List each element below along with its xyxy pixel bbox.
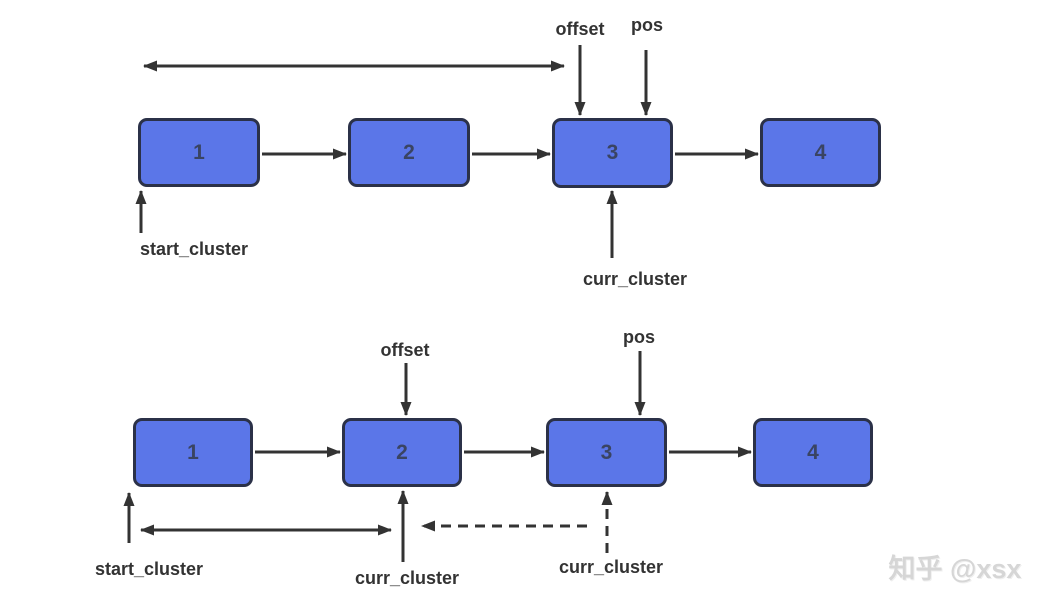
top-pos-label: pos: [630, 15, 664, 35]
bottom-curr-cluster-previous-label: curr_cluster: [558, 557, 664, 577]
top-node-4: 4: [760, 118, 881, 187]
bottom-pos-label: pos: [622, 327, 656, 347]
bottom-start-cluster-label: start_cluster: [94, 559, 204, 579]
top-node-1: 1: [138, 118, 260, 187]
bottom-node-4-label: 4: [807, 440, 819, 464]
top-node-2-label: 2: [403, 140, 415, 164]
bottom-node-3-label: 3: [600, 440, 613, 464]
top-offset-label: offset: [555, 19, 605, 39]
top-node-3-label: 3: [606, 141, 619, 164]
bottom-node-1: 1: [133, 418, 253, 487]
top-node-3: 3: [552, 118, 673, 188]
bottom-node-4: 4: [753, 418, 873, 487]
bottom-node-2: 2: [342, 418, 462, 487]
top-node-2: 2: [348, 118, 470, 187]
top-node-1-label: 1: [193, 140, 205, 164]
top-node-4-label: 4: [814, 140, 827, 164]
top-start-cluster-label: start_cluster: [139, 239, 249, 259]
bottom-curr-cluster-label: curr_cluster: [354, 568, 460, 588]
bottom-node-3: 3: [546, 418, 667, 487]
bottom-offset-label: offset: [380, 340, 430, 360]
bottom-node-1-label: 1: [187, 440, 199, 464]
top-curr-cluster-label: curr_cluster: [582, 269, 688, 289]
bottom-node-2-label: 2: [396, 440, 408, 464]
watermark: 知乎 @xsx: [888, 554, 1022, 584]
